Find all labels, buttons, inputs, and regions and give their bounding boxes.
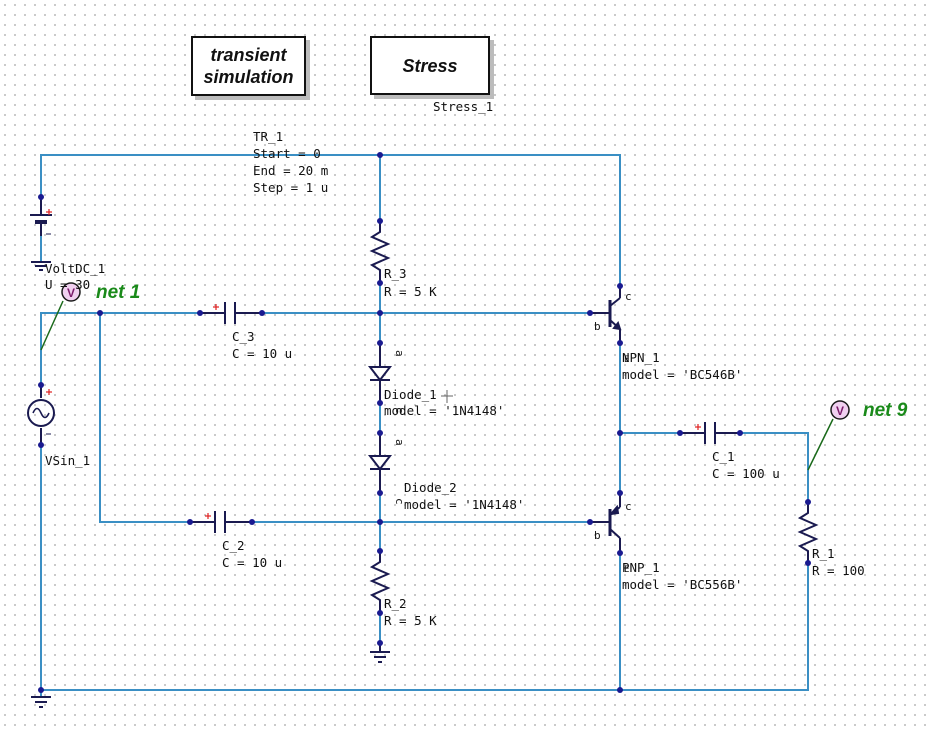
vsin-name: VSin_1 bbox=[45, 453, 90, 468]
r1-name: R_1 bbox=[812, 546, 835, 561]
junctions bbox=[97, 152, 623, 693]
ground-symbol bbox=[31, 261, 51, 271]
c2-name: C_2 bbox=[222, 538, 245, 553]
wire-c1-to-r1[interactable] bbox=[740, 432, 809, 502]
r3-name: R_3 bbox=[384, 266, 407, 281]
transient-label-line2: simulation bbox=[203, 67, 294, 87]
voltdc-name: VoltDC_1 bbox=[45, 261, 105, 276]
pnp-model: model = 'BC556B' bbox=[622, 577, 742, 592]
pnp-transistor-symbol[interactable] bbox=[587, 490, 623, 556]
c2-value: C = 10 u bbox=[222, 555, 282, 570]
diode2-symbol[interactable] bbox=[367, 430, 393, 496]
diode1-name: Diode_1 bbox=[384, 387, 437, 402]
diode1-anode-pin-label: a bbox=[393, 350, 406, 357]
c2-symbol[interactable] bbox=[187, 511, 255, 533]
r1-value: R = 100 bbox=[812, 563, 865, 578]
wire-vsin-to-c3[interactable] bbox=[40, 312, 200, 385]
pnp-collector-pin-label: c bbox=[625, 500, 632, 513]
r2-value: R = 5 K bbox=[384, 613, 437, 628]
net9-label: net 9 bbox=[863, 400, 908, 421]
wire-top-rail[interactable] bbox=[40, 154, 621, 286]
r3-value: R = 5 K bbox=[384, 284, 437, 299]
transient-label-line1: transient bbox=[210, 45, 287, 65]
tr-step: Step = 1 u bbox=[253, 180, 328, 195]
diode2-name: Diode_2 bbox=[404, 480, 457, 495]
diode1-model: model = '1N4148' bbox=[384, 403, 504, 418]
net1-label: net 1 bbox=[96, 282, 140, 303]
net1-probe-glyph: V bbox=[67, 286, 75, 300]
npn-model: model = 'BC546B' bbox=[622, 367, 742, 382]
stress-label: Stress bbox=[402, 55, 458, 76]
vsin-symbol[interactable] bbox=[27, 382, 55, 448]
diode2-cathode-pin-label: c bbox=[393, 498, 406, 505]
tr-name: TR_1 bbox=[253, 129, 283, 144]
tr-start: Start = 0 bbox=[253, 146, 321, 161]
r2-symbol[interactable] bbox=[369, 548, 391, 616]
c1-symbol[interactable] bbox=[677, 422, 743, 444]
wire-left-branch-c2[interactable] bbox=[99, 313, 190, 523]
net9-probe[interactable]: V net 9 bbox=[807, 400, 908, 471]
pnp-name: PNP_1 bbox=[622, 560, 660, 575]
npn-transistor-symbol[interactable] bbox=[587, 283, 623, 346]
voltdc-symbol[interactable] bbox=[30, 194, 52, 236]
stress-instance-label: Stress_1 bbox=[433, 99, 493, 114]
net9-probe-glyph: V bbox=[836, 404, 844, 418]
pnp-base-pin-label: b bbox=[594, 529, 601, 542]
npn-name: NPN_1 bbox=[622, 350, 660, 365]
cursor-crosshair-icon bbox=[441, 390, 453, 403]
c3-symbol[interactable] bbox=[197, 302, 265, 324]
c3-value: C = 10 u bbox=[232, 346, 292, 361]
npn-emitter-pin-label: E bbox=[624, 355, 629, 365]
voltdc-value: U = 30 bbox=[45, 277, 90, 292]
c1-name: C_1 bbox=[712, 449, 735, 464]
wires bbox=[40, 154, 809, 697]
stress-simulation-block[interactable]: Stress bbox=[370, 36, 490, 95]
tr-end: End = 20 m bbox=[253, 163, 328, 178]
c3-name: C_3 bbox=[232, 329, 255, 344]
diode1-cathode-pin-label: c bbox=[393, 407, 406, 414]
pnp-emitter-pin-label: E bbox=[624, 565, 629, 575]
ground-symbol bbox=[370, 640, 390, 663]
r3-symbol[interactable] bbox=[369, 218, 391, 286]
npn-collector-pin-label: c bbox=[625, 290, 632, 303]
ground-symbol bbox=[31, 687, 51, 708]
transient-simulation-block[interactable]: transient simulation bbox=[191, 36, 306, 96]
diode2-anode-pin-label: a bbox=[393, 439, 406, 446]
r1-symbol[interactable] bbox=[797, 499, 819, 566]
c1-value: C = 100 u bbox=[712, 466, 780, 481]
diode2-model: model = '1N4148' bbox=[404, 497, 524, 512]
diode1-symbol[interactable] bbox=[367, 340, 393, 406]
net1-probe[interactable]: V net 1 bbox=[40, 282, 140, 351]
npn-base-pin-label: b bbox=[594, 320, 601, 333]
wire-bottom-rail[interactable] bbox=[41, 563, 809, 691]
r2-name: R_2 bbox=[384, 596, 407, 611]
